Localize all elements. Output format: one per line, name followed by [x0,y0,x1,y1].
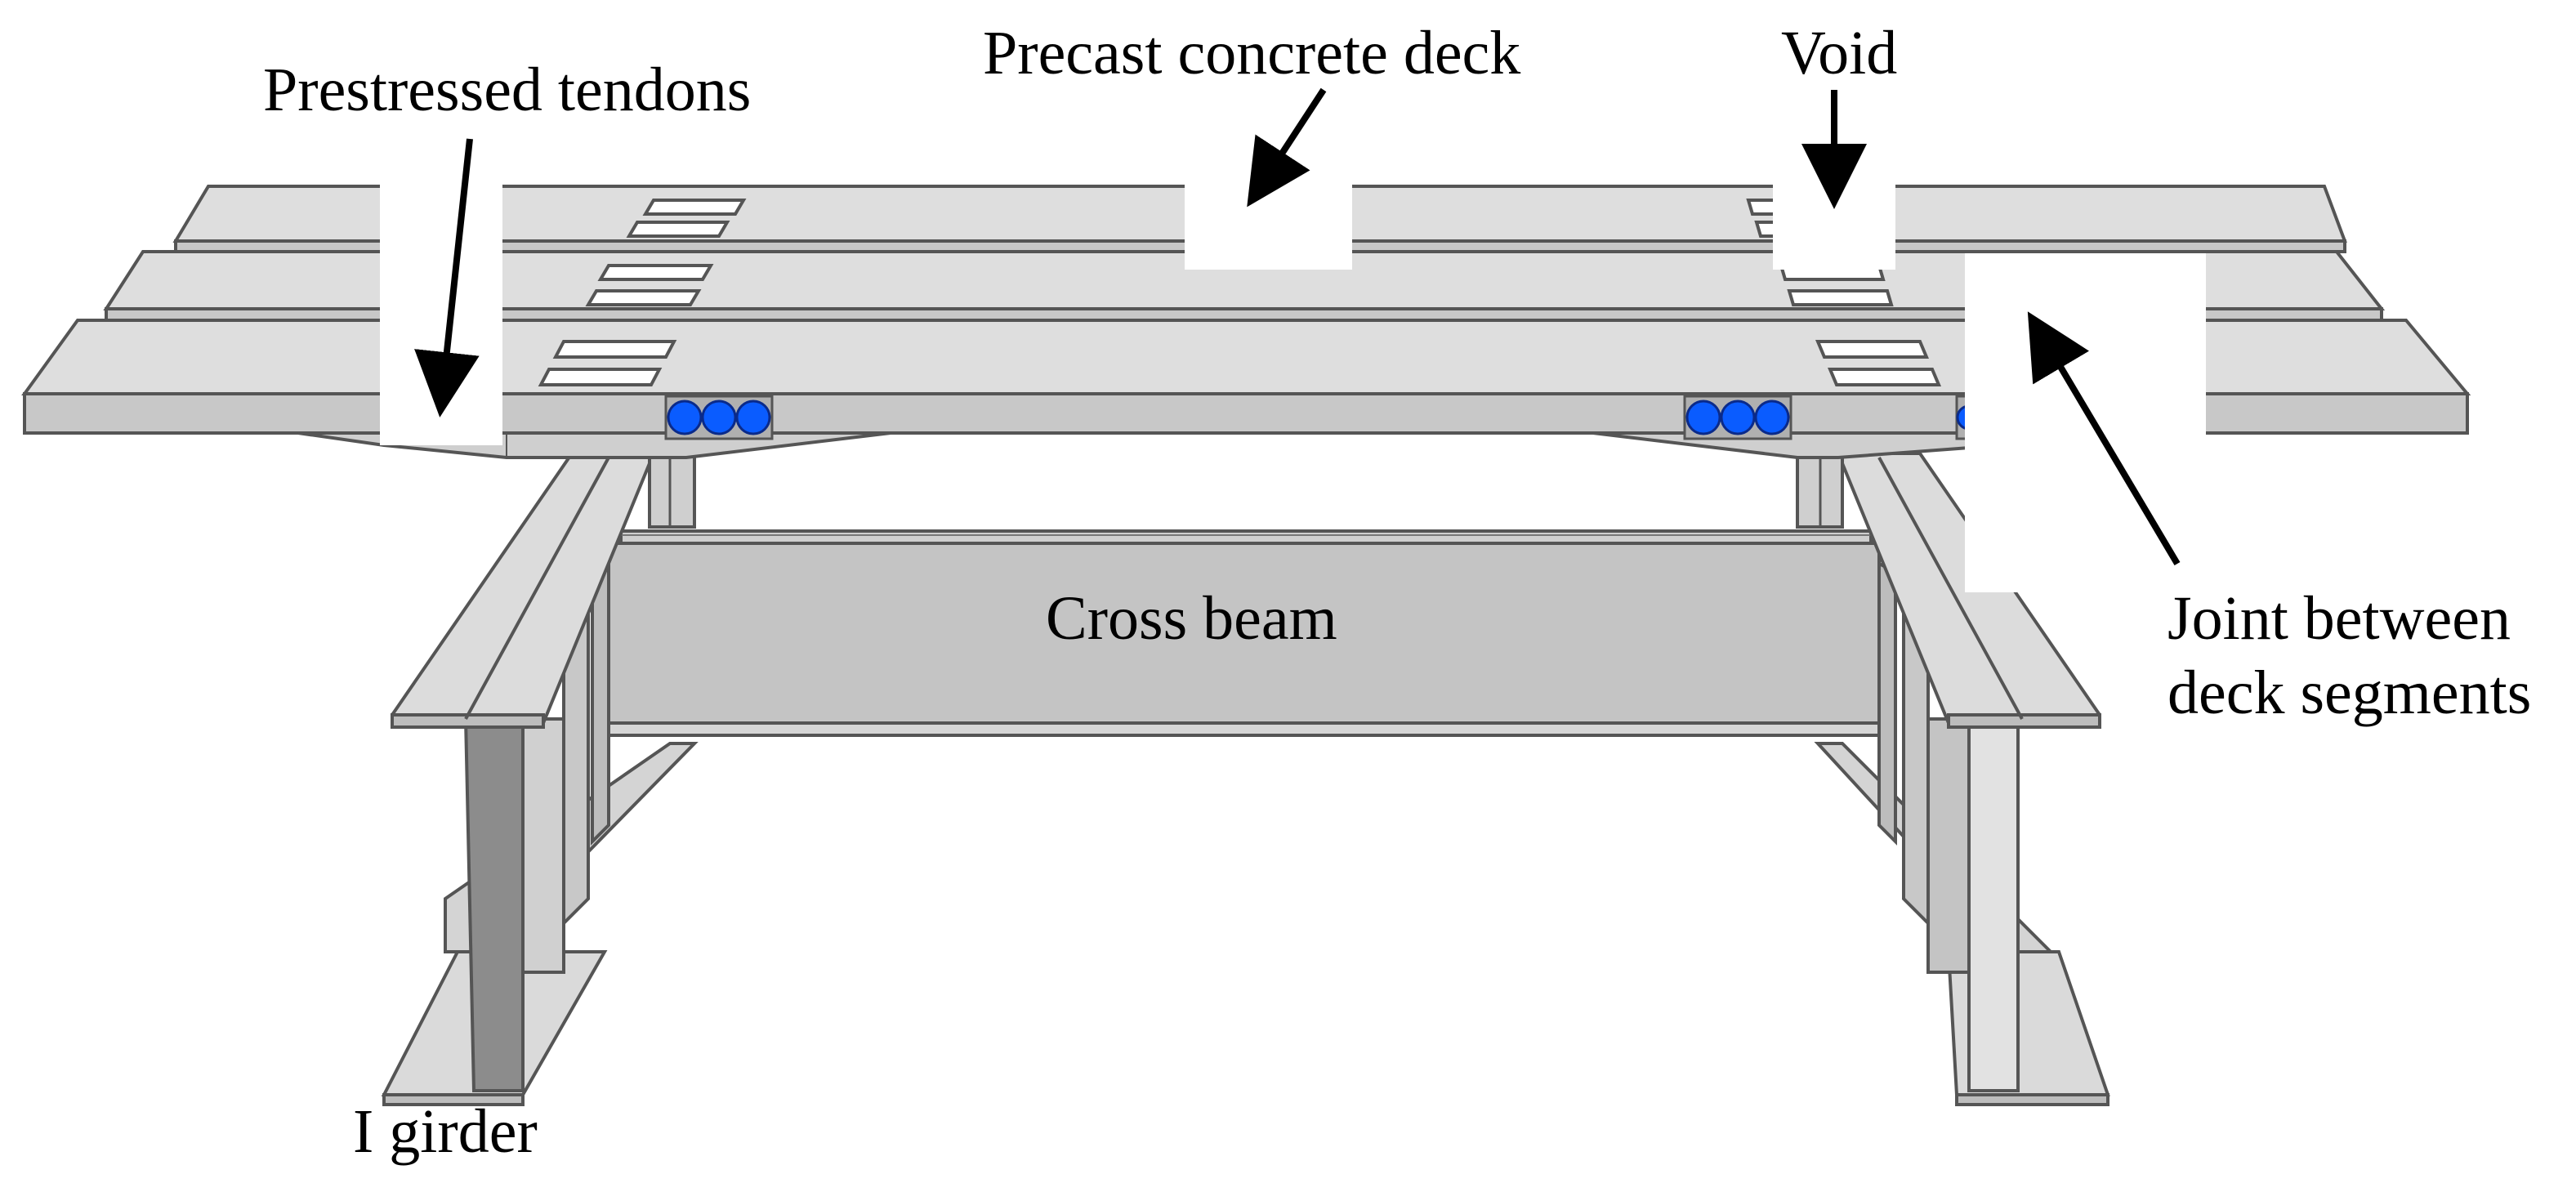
tendon-group-right [1683,395,1792,440]
tendon [1685,400,1721,435]
tendon [1720,400,1756,435]
voids-left [538,199,747,386]
label-joint-line1: Joint between [2168,584,2511,653]
label-cutout-deck [1185,176,1352,270]
tendon [701,400,737,435]
arrow-precast-deck [1247,87,1327,208]
label-joint-line2: deck segments [2168,659,2532,728]
label-cutout-tendons [380,176,502,445]
tendon-group-left [664,395,774,440]
tendon [667,400,703,435]
tendon [735,400,771,435]
label-cross-beam: Cross beam [1046,584,1337,653]
label-precast-concrete-deck: Precast concrete deck [983,19,1521,87]
label-cutout-joint [1965,253,2206,592]
label-i-girder: I girder [353,1097,538,1166]
arrow-prestressed-tendons [414,138,480,417]
arrow-joint [2027,311,2181,566]
label-joint-between-deck-segments: Joint between deck segments [2168,582,2531,730]
left-i-girder [391,452,656,1092]
label-prestressed-tendons: Prestressed tendons [263,56,752,124]
tendon [1754,400,1790,435]
label-void: Void [1781,19,1898,87]
